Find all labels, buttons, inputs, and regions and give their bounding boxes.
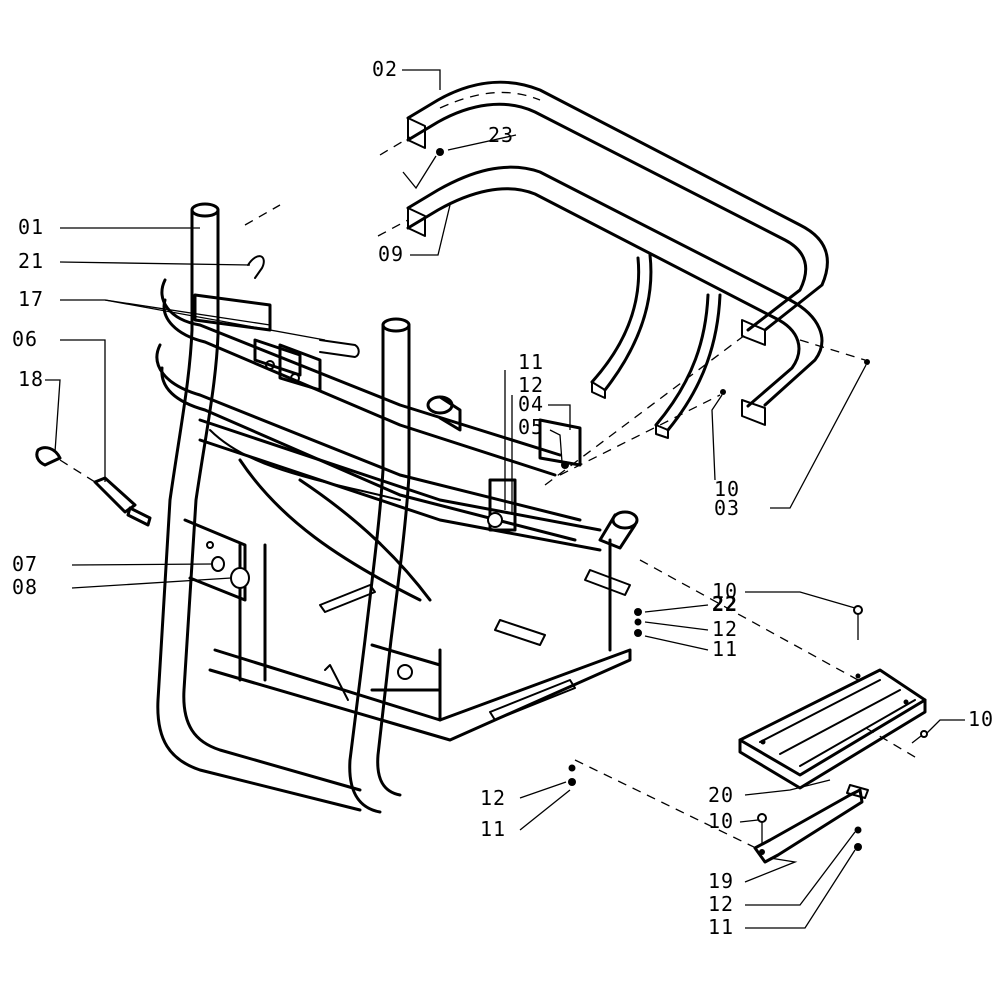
callout-07: 07 [12, 552, 38, 576]
callout-11-step: 11 [708, 915, 734, 939]
callout-06: 06 [12, 327, 38, 351]
callout-08: 08 [12, 575, 38, 599]
callout-11-mid: 11 [712, 637, 738, 661]
callout-11-lower: 11 [480, 817, 506, 841]
callout-10-rail: 10 [714, 477, 740, 501]
step-assembly [568, 359, 928, 864]
main-seat-frame [155, 202, 639, 814]
callout-12-upper: 12 [518, 373, 544, 397]
callout-23: 23 [488, 123, 514, 147]
callout-11-upper: 11 [518, 350, 544, 374]
callout-12-mid: 12 [712, 617, 738, 641]
leader-lines [45, 69, 965, 929]
callout-10-step-top: 10 [712, 579, 738, 603]
callout-18: 18 [18, 367, 44, 391]
assembly-lines [244, 136, 921, 851]
callout-03: 03 [714, 496, 740, 520]
upper-guard-rail [406, 80, 829, 346]
lower-guard-rail [406, 165, 824, 439]
callout-21: 21 [18, 249, 44, 273]
callout-12-lower: 12 [480, 786, 506, 810]
callout-19: 19 [708, 869, 734, 893]
callout-labels: 02 23 01 21 09 17 06 18 07 08 11 12 04 0… [12, 57, 994, 939]
callout-10-step-side: 10 [968, 707, 994, 731]
callout-05: 05 [518, 415, 544, 439]
callout-04: 04 [518, 392, 544, 416]
callout-09: 09 [378, 242, 404, 266]
callout-22: 22 [712, 592, 738, 616]
callout-10-bracket: 10 [708, 809, 734, 833]
callout-02: 02 [372, 57, 398, 81]
callout-01: 01 [18, 215, 44, 239]
callout-17: 17 [18, 287, 44, 311]
callout-12-step: 12 [708, 892, 734, 916]
loose-parts-left [35, 148, 444, 589]
callout-20: 20 [708, 783, 734, 807]
